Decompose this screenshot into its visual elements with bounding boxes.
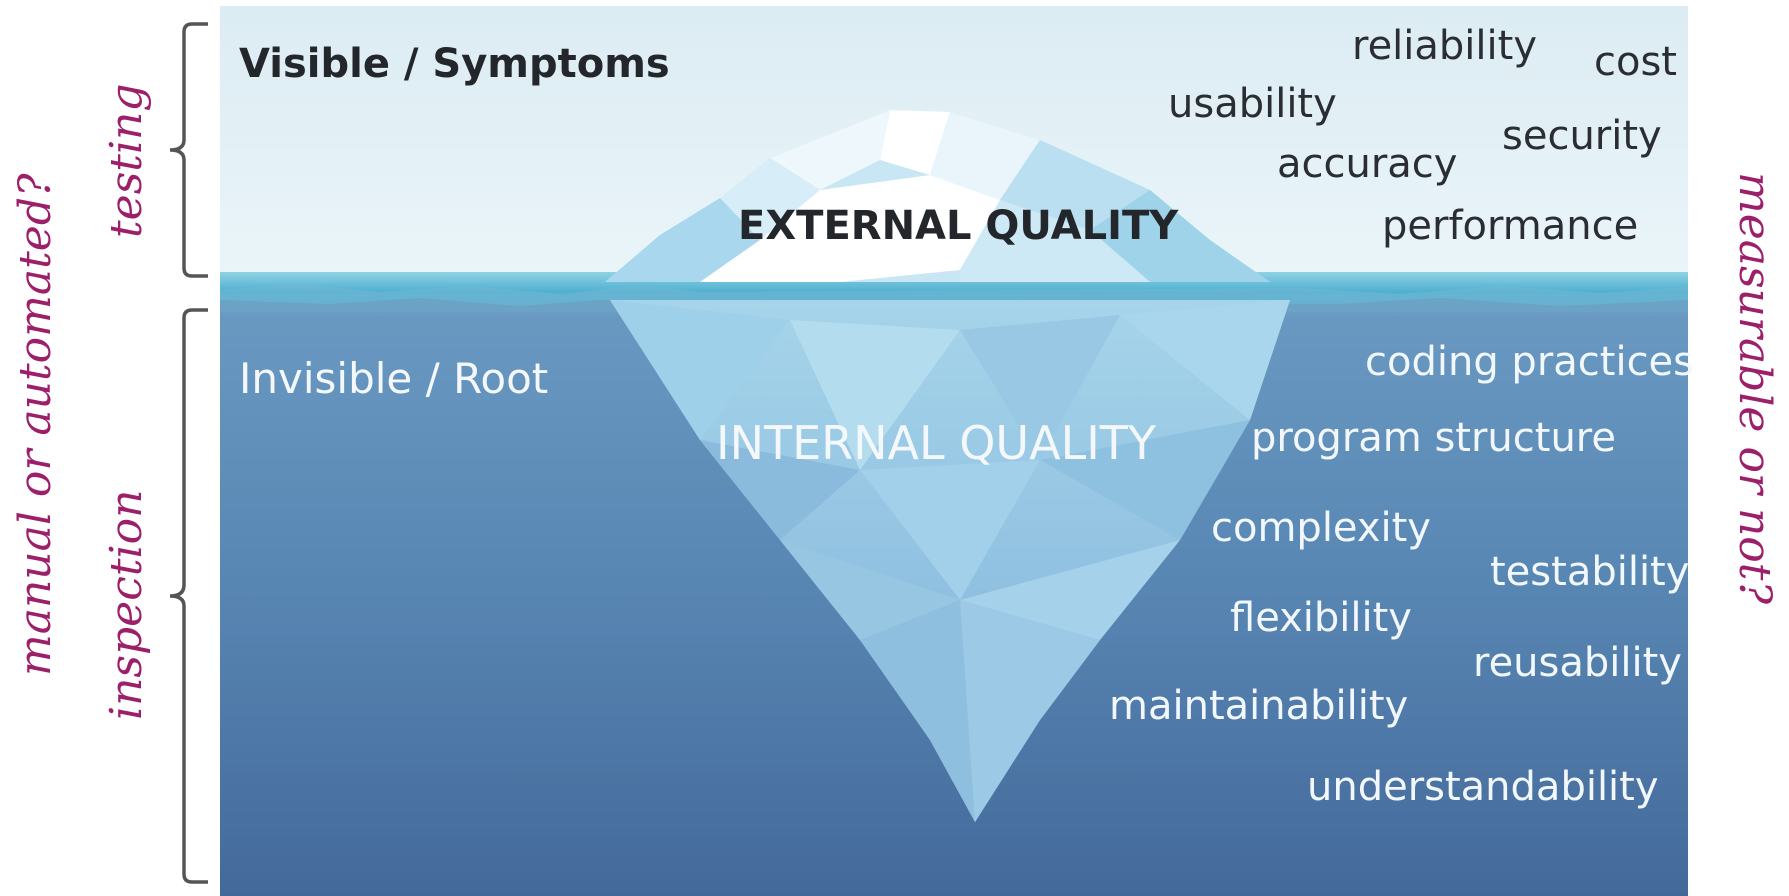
attr-accuracy: accuracy [1277, 141, 1458, 187]
attr-reusability: reusability [1473, 640, 1682, 686]
visible-symptoms-title: Visible / Symptoms [239, 41, 670, 87]
attr-flexibility: flexibility [1230, 595, 1412, 641]
attr-maintainability: maintainability [1109, 683, 1409, 729]
attr-reliability: reliability [1352, 23, 1537, 69]
visible-brace [169, 22, 208, 278]
annotation-inspection: inspection [101, 489, 152, 720]
annotation-measurable-or-not: measurable or not? [1729, 172, 1780, 605]
attr-complexity: complexity [1211, 505, 1431, 551]
attr-performance: performance [1382, 203, 1639, 249]
attr-testability: testability [1490, 549, 1690, 595]
internal-quality-label: INTERNAL QUALITY [716, 416, 1156, 470]
attr-security: security [1502, 113, 1662, 159]
attr-understandability: understandability [1307, 764, 1659, 810]
attr-cost: cost [1594, 39, 1677, 85]
attr-coding-practices: coding practices [1365, 339, 1695, 385]
annotation-manual-or-automated: manual or automated? [10, 173, 61, 676]
invisible-root-title: Invisible / Root [239, 354, 549, 403]
external-quality-label: EXTERNAL QUALITY [738, 203, 1179, 249]
invisible-brace [169, 308, 208, 884]
iceberg-underwater [610, 300, 1290, 822]
annotation-testing: testing [101, 83, 152, 238]
attr-usability: usability [1168, 81, 1337, 127]
iceberg-tip [605, 110, 1270, 282]
attr-program-structure: program structure [1251, 415, 1616, 461]
